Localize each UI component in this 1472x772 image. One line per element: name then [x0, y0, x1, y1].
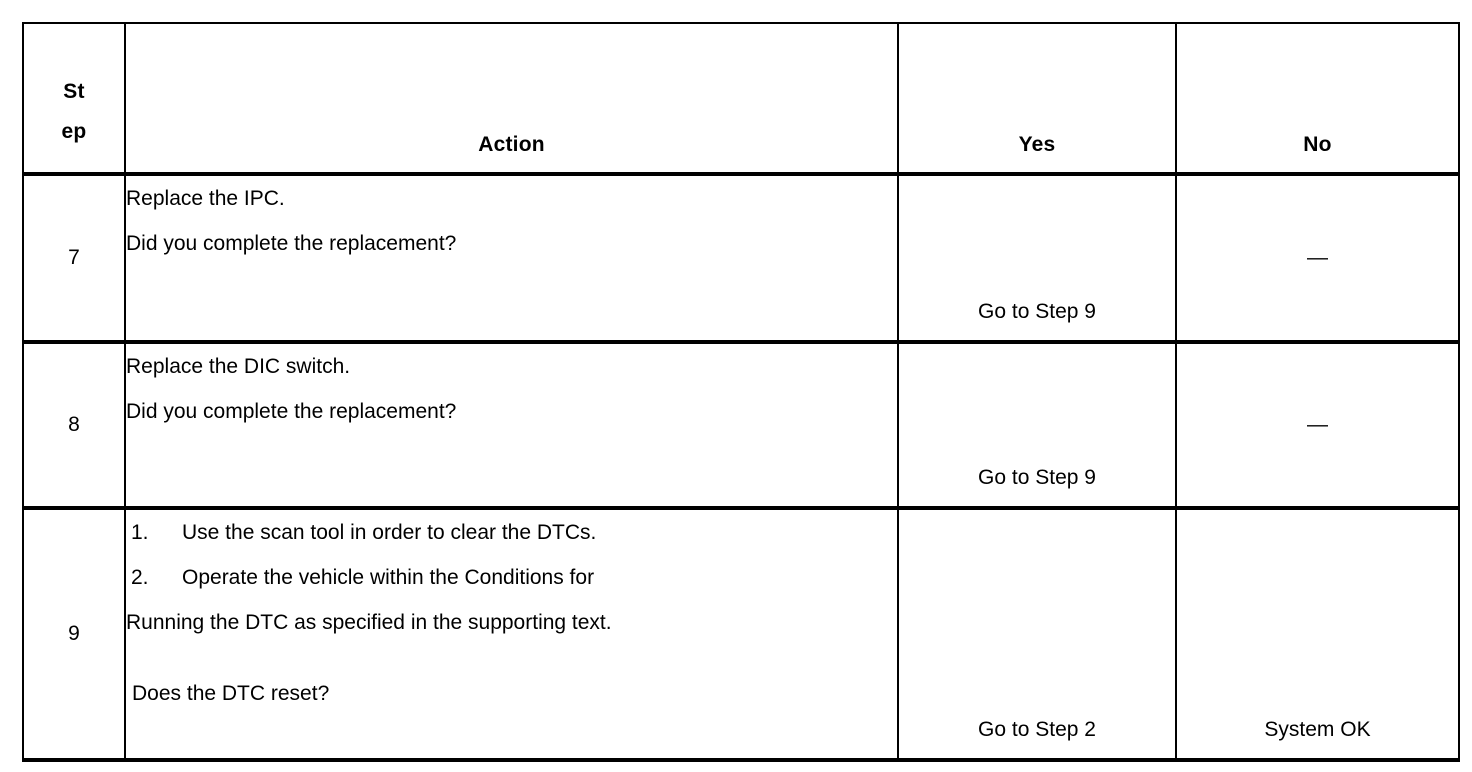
action-continuation-line: Running the DTC as specified in the supp…	[126, 611, 612, 634]
yes-answer-text: Go to Step 9	[978, 466, 1096, 489]
header-cell-step: St ep	[22, 22, 126, 176]
action-line: Replace the IPC.	[126, 187, 285, 210]
action-blank-line	[126, 645, 897, 671]
list-item-text: Operate the vehicle within the Condition…	[182, 566, 595, 589]
action-question-line: Does the DTC reset?	[132, 682, 330, 705]
header-cell-no: No	[1175, 22, 1460, 176]
yes-answer-cell: Go to Step 2	[897, 508, 1177, 762]
list-item-text: Use the scan tool in order to clear the …	[182, 521, 597, 544]
step-number-cell: 8	[22, 342, 126, 510]
no-answer-cell: —	[1175, 342, 1460, 510]
yes-answer-text: Go to Step 2	[978, 718, 1096, 741]
header-label-yes: Yes	[1018, 133, 1056, 156]
no-answer-text: —	[1307, 413, 1328, 436]
step-number-cell: 7	[22, 174, 126, 344]
list-item: 1. Use the scan tool in order to clear t…	[126, 510, 897, 555]
no-answer-cell: System OK	[1175, 508, 1460, 762]
yes-answer-text: Go to Step 9	[978, 300, 1096, 323]
no-answer-text: System OK	[1264, 718, 1371, 741]
list-item-number: 2.	[131, 566, 149, 589]
yes-answer-cell: Go to Step 9	[897, 342, 1177, 510]
list-item-number: 1.	[131, 521, 149, 544]
header-label-no: No	[1303, 133, 1332, 156]
yes-answer-cell: Go to Step 9	[897, 174, 1177, 344]
table-row: 9 1. Use the scan tool in order to clear…	[22, 508, 1460, 762]
action-cell: Replace the IPC. Did you complete the re…	[124, 174, 899, 344]
step-number: 7	[68, 246, 80, 269]
table-header-row: St ep Action Yes No	[22, 22, 1460, 176]
table-row: 8 Replace the DIC switch. Did you comple…	[22, 342, 1460, 510]
header-cell-action: Action	[124, 22, 899, 176]
action-line: Did you complete the replacement?	[126, 232, 457, 255]
action-line: Replace the DIC switch.	[126, 355, 351, 378]
header-label-action: Action	[478, 133, 545, 156]
header-label-step: St ep	[52, 72, 96, 152]
action-cell: Replace the DIC switch. Did you complete…	[124, 342, 899, 510]
no-answer-text: —	[1307, 246, 1328, 269]
header-label-step-line1: St	[63, 80, 85, 103]
action-cell: 1. Use the scan tool in order to clear t…	[124, 508, 899, 762]
step-number: 9	[68, 622, 80, 645]
header-label-step-line2: ep	[61, 120, 87, 143]
header-cell-yes: Yes	[897, 22, 1177, 176]
list-item: 2. Operate the vehicle within the Condit…	[126, 555, 897, 600]
action-numbered-list: 1. Use the scan tool in order to clear t…	[126, 510, 897, 600]
table-row: 7 Replace the IPC. Did you complete the …	[22, 174, 1460, 344]
step-number-cell: 9	[22, 508, 126, 762]
step-number: 8	[68, 413, 80, 436]
action-line: Did you complete the replacement?	[126, 400, 457, 423]
no-answer-cell: —	[1175, 174, 1460, 344]
